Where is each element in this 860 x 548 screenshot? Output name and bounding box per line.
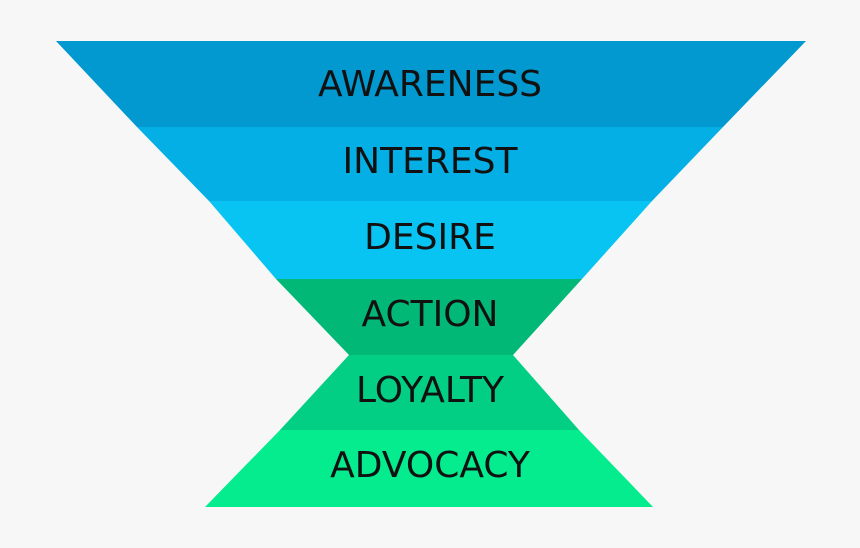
stage-advocacy: ADVOCACY [205, 430, 653, 507]
stage-awareness-band [56, 41, 806, 127]
stage-interest-label: INTEREST [343, 141, 519, 182]
stage-desire-label: DESIRE [364, 217, 496, 258]
stage-loyalty: LOYALTY [280, 355, 579, 430]
stage-interest-band [137, 127, 723, 201]
stage-desire: DESIRE [209, 201, 652, 279]
stage-desire-band [209, 201, 652, 279]
stage-action-label: ACTION [361, 294, 498, 335]
stage-loyalty-label: LOYALTY [356, 370, 505, 411]
stage-awareness-label: AWARENESS [318, 64, 542, 105]
stage-action: ACTION [276, 279, 582, 355]
stage-action-band [276, 279, 582, 355]
stage-advocacy-label: ADVOCACY [330, 445, 531, 486]
stage-awareness: AWARENESS [56, 41, 806, 127]
stage-advocacy-band [205, 430, 653, 507]
stage-interest: INTEREST [137, 127, 723, 201]
stage-loyalty-band [280, 355, 579, 430]
